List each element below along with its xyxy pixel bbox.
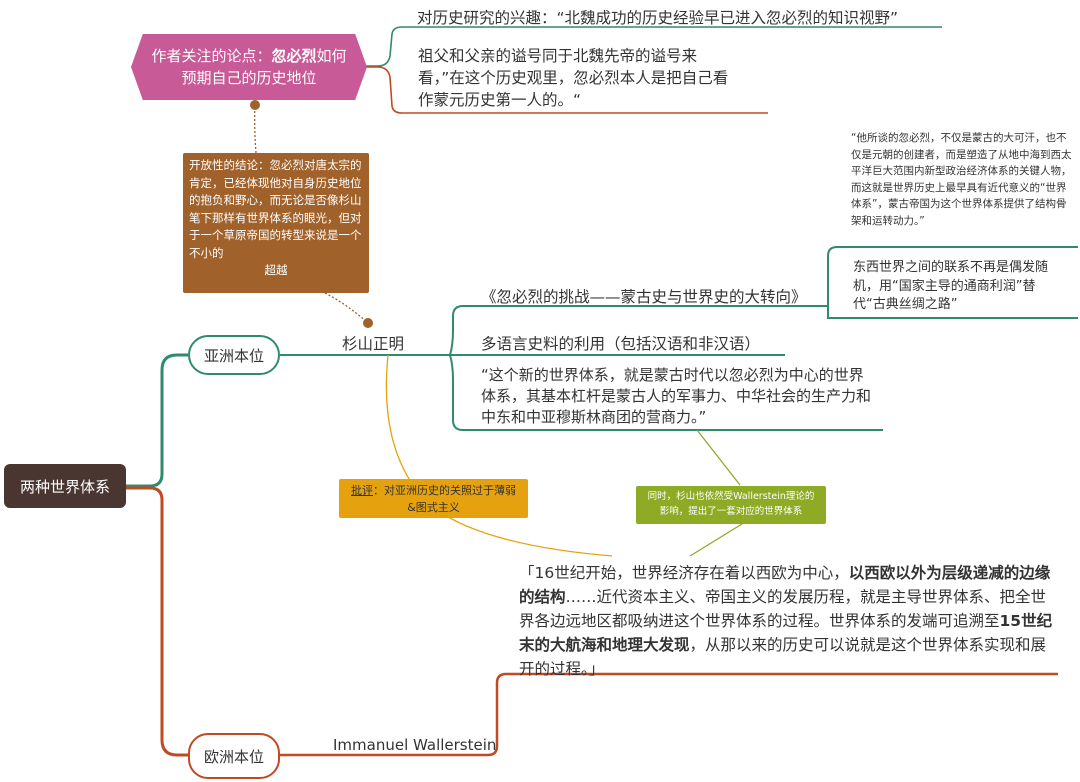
sugiyama-sources[interactable]: 多语言史料的利用（包括汉语和非汉语） (481, 335, 761, 353)
sugiyama-quote[interactable]: “这个新的世界体系，就是蒙古时代以忽必烈为中心的世界 体系，其基本杠杆是蒙古人的… (481, 365, 871, 428)
critique-rest-1: ：对亚洲历史的关照过于薄弱 (373, 484, 516, 497)
relation-dot (250, 100, 260, 110)
wallerstein-q-d: 15世纪末的大航海和地理大发现 (519, 612, 1053, 654)
wallerstein-q-b: 以西欧以外为层级递减的边缘的结构 (519, 564, 1051, 606)
wallerstein-name[interactable]: Immanuel Wallerstein (333, 736, 497, 754)
connector-sugiyama-fan (449, 305, 828, 356)
connector-influence-line (696, 429, 741, 486)
focus-evidence[interactable]: 祖父和父亲的谥号同于北魏先帝的谥号来 看，”在这个历史观里，忽必烈本人是把自己看… (418, 45, 728, 111)
critique-rest-2: &图式主义 (407, 501, 460, 514)
influence-line2: 影响，提出了一套对应的世界体系 (659, 506, 803, 517)
sugiyama-link-1: 东西世界之间的联系不再是偶发随 (853, 260, 1049, 275)
connector-sugiyama-quote (449, 354, 883, 431)
root-label: 两种世界体系 (19, 477, 110, 496)
focus-interest[interactable]: 对历史研究的兴趣：“北魏成功的历史经验早已进入忽必烈的知识视野” (417, 9, 899, 27)
connector-book-link (827, 306, 1078, 319)
sugiyama-quote-3: 中东和中亚穆斯林商团的营商力。” (481, 408, 707, 426)
connector-conclusion-sugiyama (324, 292, 369, 324)
branch-europe-label: 欧洲本位 (203, 747, 264, 766)
connector-root-europe (126, 486, 188, 757)
connector-focus-evidence (366, 66, 768, 114)
connector-influence-line-2 (689, 523, 743, 557)
sugiyama-link-2: 机，用“国家主导的通商利润”替 (853, 278, 1036, 294)
critique-note[interactable]: 批评：对亚洲历史的关照过于薄弱 &图式主义 (339, 479, 528, 518)
sugiyama-link[interactable]: 东西世界之间的联系不再是偶发随 机，用“国家主导的通商利润”替 代“古典丝绸之路… (853, 259, 1048, 315)
relation-dot (363, 318, 373, 328)
wallerstein-q-c: ……近代资本主义、帝国主义的发展历程，就是主导世界体系、把全世界各边远地区都吸纳… (519, 588, 1047, 630)
sugiyama-link-3: 代“古典丝绸之路” (853, 297, 958, 312)
focus-line2: 预期自己的历史地位 (181, 69, 317, 87)
conclusion-note[interactable]: 开放性的结论：忽必烈对唐太宗的肯定，已经体现他对自身历史地位的抱负和野心，而无论… (183, 153, 369, 293)
connector-book-side (827, 246, 1078, 306)
root-node[interactable]: 两种世界体系 (4, 464, 126, 508)
connector-europe-wallerstein (280, 672, 1058, 757)
connector-focus-conclusion (254, 102, 257, 154)
critique-label: 批评 (351, 484, 373, 497)
connector-focus-interest (366, 26, 942, 67)
wallerstein-q-a: 「16世纪开始，世界经济存在着以西欧为中心， (519, 564, 849, 582)
sugiyama-quote-2: 体系，其基本杠杆是蒙古人的军事力、中华社会的生产力和 (481, 387, 872, 405)
branch-asia-label: 亚洲本位 (203, 346, 264, 365)
branch-asia[interactable]: 亚洲本位 (188, 335, 280, 375)
conclusion-tail: 超越 (264, 263, 288, 277)
connector-root-asia (126, 353, 188, 488)
sugiyama-name[interactable]: 杉山正明 (342, 335, 405, 353)
focus-node[interactable]: 作者关注的论点：忽必烈如何 预期自己的历史地位 (131, 34, 367, 100)
focus-post: 如何 (316, 47, 347, 65)
sugiyama-side-quote[interactable]: “他所谈的忽必烈，不仅是蒙古的大可汗，也不仅是元朝的创建者，而是塑造了从地中海到… (851, 132, 1072, 227)
focus-bold: 忽必烈 (271, 47, 317, 65)
conclusion-body: 开放性的结论：忽必烈对唐太宗的肯定，已经体现他对自身历史地位的抱负和野心，而无论… (189, 158, 362, 260)
focus-evidence-3: 作蒙元历史第一人的。“ (418, 91, 582, 109)
focus-evidence-2: 看，”在这个历史观里，忽必烈本人是把自己看 (418, 69, 729, 87)
focus-evidence-1: 祖父和父亲的谥号同于北魏先帝的谥号来 (418, 47, 698, 65)
influence-line1: 同时，杉山也依然受Wallerstein理论的 (647, 491, 815, 502)
wallerstein-q-e: ，从那以来的历史可以说就是这个世界体系实现和展开的过程。」 (519, 636, 1047, 678)
influence-note[interactable]: 同时，杉山也依然受Wallerstein理论的 影响，提出了一套对应的世界体系 (636, 486, 826, 524)
sugiyama-quote-1: “这个新的世界体系，就是蒙古时代以忽必烈为中心的世界 (481, 366, 864, 384)
branch-europe[interactable]: 欧洲本位 (188, 733, 280, 779)
wallerstein-quote[interactable]: 「16世纪开始，世界经济存在着以西欧为中心，以西欧以外为层级递减的边缘的结构……… (519, 561, 1059, 681)
focus-pre: 作者关注的论点： (151, 47, 272, 65)
sugiyama-book[interactable]: 《忽必烈的挑战——蒙古史与世界史的大转向》 (481, 288, 807, 306)
